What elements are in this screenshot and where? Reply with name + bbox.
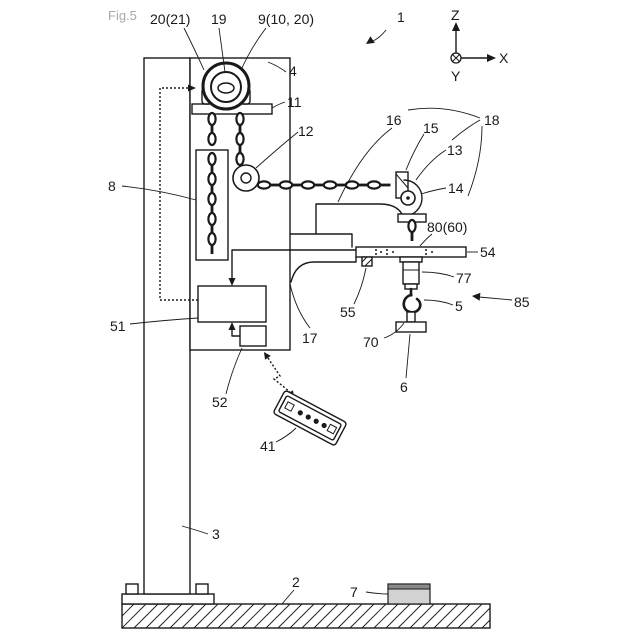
load-cell-bar: [356, 247, 466, 257]
chain-link: [380, 184, 391, 187]
ref-11: 11: [287, 94, 302, 110]
ref-70: 70: [363, 334, 379, 350]
ref-80: 80(60): [427, 219, 467, 235]
ref-7: 7: [350, 584, 358, 600]
chain-link: [208, 133, 215, 145]
ref-51: 51: [110, 318, 126, 334]
bar-dot: [375, 253, 377, 255]
ref-41: 41: [260, 438, 276, 454]
figure-label: Fig.5: [108, 8, 137, 23]
bar-dot: [386, 253, 388, 255]
chain-link: [324, 181, 336, 188]
chain-link: [411, 231, 414, 241]
bar-dot: [386, 249, 388, 251]
column-base-plate: [122, 594, 214, 604]
ref-9: 9(10, 20): [258, 11, 314, 27]
bar-dot: [431, 251, 433, 253]
bar-dot: [425, 253, 427, 255]
ref-6: 6: [400, 379, 408, 395]
bar-dot: [392, 251, 394, 253]
ref-18: 18: [484, 112, 500, 128]
z-axis-label: Z: [451, 7, 460, 23]
chain-link: [408, 220, 415, 232]
ref-54: 54: [480, 244, 496, 260]
ref-20: 20(21): [150, 11, 190, 27]
ground-object-top: [388, 584, 430, 589]
hook-body: [403, 262, 419, 284]
chain-link: [208, 113, 215, 125]
ref-55: 55: [340, 304, 356, 320]
bar-dot: [375, 249, 377, 251]
ref-2: 2: [292, 574, 300, 590]
bar-dot: [380, 251, 382, 253]
chain-link: [208, 153, 215, 165]
y-axis-label: Y: [451, 68, 461, 84]
ref-12: 12: [298, 123, 314, 139]
ref-1: 1: [397, 9, 405, 25]
chain-link: [302, 181, 314, 188]
ref-85: 85: [514, 294, 530, 310]
guide-pulley: [233, 165, 259, 191]
chain-link: [236, 133, 243, 145]
ref-77: 77: [456, 270, 472, 286]
ref-52: 52: [212, 394, 228, 410]
chain-link: [208, 213, 215, 225]
chain-link: [236, 113, 243, 125]
ref-16: 16: [386, 112, 402, 128]
ref-5: 5: [455, 298, 463, 314]
bar-dot: [425, 249, 427, 251]
hook-pin: [409, 293, 412, 296]
base-bolt-left: [126, 584, 138, 594]
x-axis-label: X: [499, 50, 509, 66]
chain-link: [368, 181, 380, 188]
chain-link: [280, 181, 292, 188]
chain-link: [208, 173, 215, 185]
ref-4: 4: [289, 63, 297, 79]
ref-8: 8: [108, 178, 116, 194]
ref-3: 3: [212, 526, 220, 542]
ref-19: 19: [211, 11, 227, 27]
ref-13: 13: [447, 142, 463, 158]
ref-17: 17: [302, 330, 318, 346]
ref-15: 15: [423, 120, 439, 136]
chain-link: [211, 244, 214, 254]
ground: [122, 604, 490, 628]
receiver: [240, 326, 266, 346]
end-pulley-axle: [406, 196, 410, 200]
chain-link: [236, 153, 243, 165]
base-bolt-right: [196, 584, 208, 594]
chain-link: [258, 181, 270, 188]
chain-link: [208, 233, 215, 245]
lifting-stem: [407, 312, 415, 322]
ref-14: 14: [448, 180, 464, 196]
controller: [198, 286, 266, 322]
chain-link: [208, 193, 215, 205]
hoist-drum: [202, 63, 250, 109]
column: [144, 58, 190, 594]
hook-flange: [400, 257, 422, 262]
